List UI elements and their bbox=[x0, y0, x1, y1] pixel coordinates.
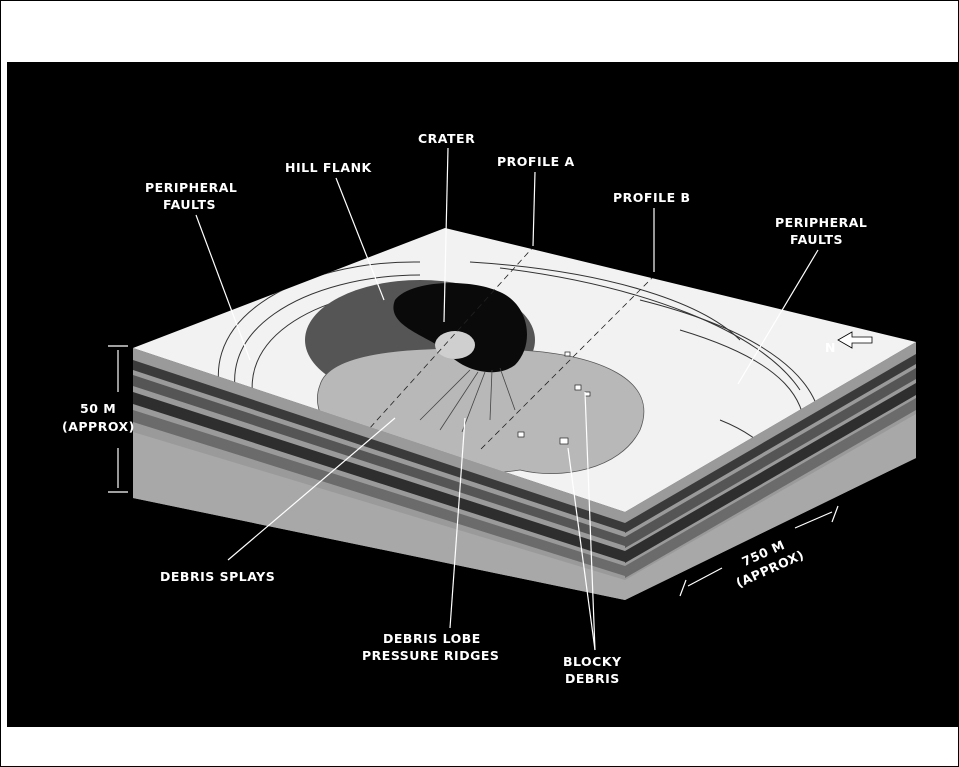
profile-b-label: PROFILE B bbox=[613, 190, 691, 205]
debris-splays-label: DEBRIS SPLAYS bbox=[160, 569, 275, 584]
height-scale-label-2: (APPROX) bbox=[62, 419, 135, 434]
crater-label: CRATER bbox=[418, 131, 475, 146]
peripheral-faults-left-label-1: PERIPHERAL bbox=[145, 180, 237, 195]
peripheral-faults-left-label-2: FAULTS bbox=[163, 197, 216, 212]
north-label: N bbox=[825, 340, 836, 355]
debris-lobe-label-2: PRESSURE RIDGES bbox=[362, 648, 499, 663]
blocky-debris-label-1: BLOCKY bbox=[563, 654, 622, 669]
hill-flank-label: HILL FLANK bbox=[285, 160, 373, 175]
blocky-debris-label-2: DEBRIS bbox=[565, 671, 620, 686]
profile-a-label: PROFILE A bbox=[497, 154, 575, 169]
peripheral-faults-right-label-2: FAULTS bbox=[790, 232, 843, 247]
height-scale-label-1: 50 M bbox=[80, 401, 116, 416]
peripheral-faults-right-label-1: PERIPHERAL bbox=[775, 215, 867, 230]
debris-lobe-label-1: DEBRIS LOBE bbox=[383, 631, 481, 646]
crater-floor-debris bbox=[435, 331, 475, 359]
